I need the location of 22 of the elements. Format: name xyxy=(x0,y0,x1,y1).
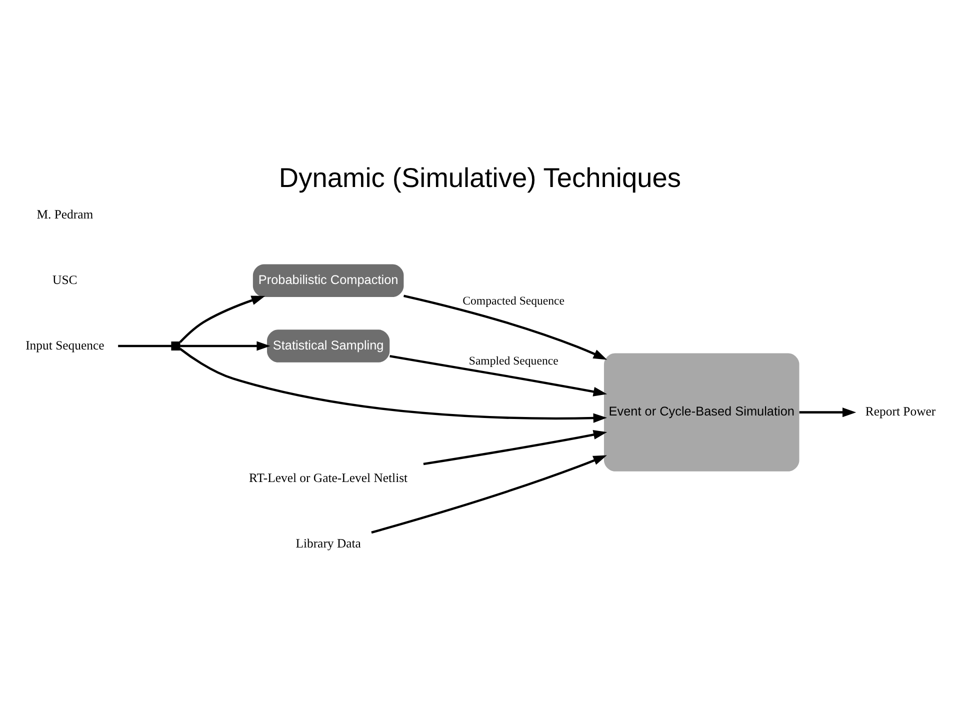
arrow xyxy=(179,347,607,422)
arrow xyxy=(179,295,266,342)
node-text: Library Data xyxy=(296,536,361,550)
diagram-title: Dynamic (Simulative) Techniques xyxy=(278,162,682,193)
arrow xyxy=(403,294,608,360)
edge-label: Compacted Sequence xyxy=(462,293,565,308)
node-text: Input Sequence xyxy=(26,338,104,352)
arrow xyxy=(423,430,608,465)
arrow xyxy=(371,454,607,534)
node-box xyxy=(171,340,180,350)
node-text: RT-Level or Gate-Level Netlist xyxy=(249,470,408,484)
node-box: Event or Cycle-Based Simulation xyxy=(604,352,800,471)
node-box: Probabilistic Compaction xyxy=(252,264,404,296)
arrow xyxy=(390,354,608,396)
arrow xyxy=(180,340,270,350)
arrow xyxy=(799,407,856,417)
edge-label: Sampled Sequence xyxy=(468,353,558,368)
label: USC xyxy=(52,272,78,286)
node-box: Statistical Sampling xyxy=(267,329,390,362)
label: M. Pedram xyxy=(36,207,94,222)
connector xyxy=(118,344,172,347)
node-text: Report Power xyxy=(865,404,936,418)
